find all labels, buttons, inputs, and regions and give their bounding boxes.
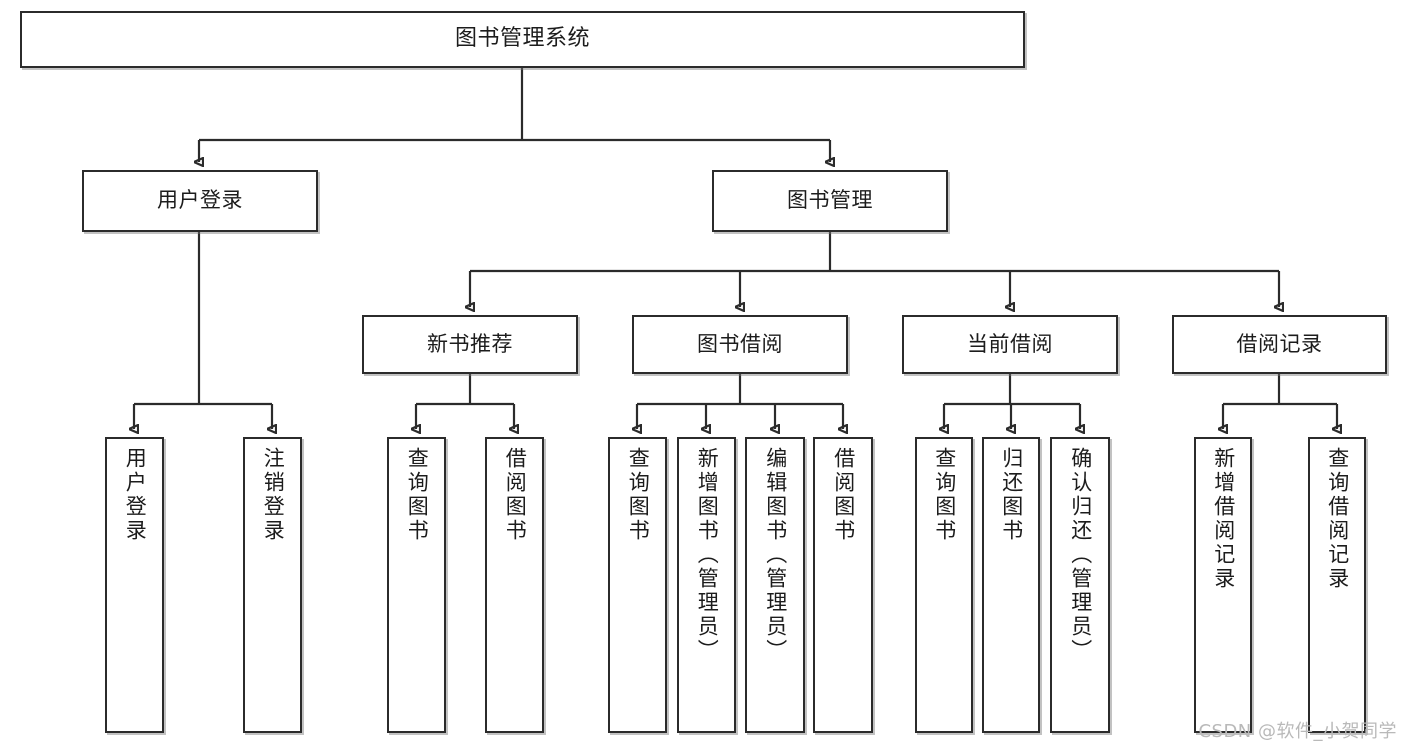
node-label: 用户登录	[123, 447, 148, 543]
node-label: 新书推荐	[427, 331, 513, 356]
leaf-edit-book-admin[interactable]: 编辑图书（管理员）	[745, 437, 805, 733]
node-label: 编辑图书（管理员）	[763, 447, 788, 663]
leaf-confirm-return-admin[interactable]: 确认归还（管理员）	[1050, 437, 1110, 733]
node-label: 图书借阅	[697, 331, 783, 356]
node-label: 查询借阅记录	[1325, 447, 1350, 591]
leaf-add-borrow-record[interactable]: 新增借阅记录	[1194, 437, 1252, 733]
leaf-borrow-book[interactable]: 借阅图书	[813, 437, 873, 733]
leaf-add-book-admin[interactable]: 新增图书（管理员）	[677, 437, 736, 733]
leaf-return-book[interactable]: 归还图书	[982, 437, 1040, 733]
node-label: 查询图书	[405, 447, 430, 543]
leaf-borrow-book-recommend[interactable]: 借阅图书	[485, 437, 544, 733]
node-label: 注销登录	[261, 447, 286, 543]
node-label: 图书管理系统	[454, 26, 590, 52]
node-label: 当前借阅	[967, 331, 1053, 356]
leaf-query-borrow-record[interactable]: 查询借阅记录	[1308, 437, 1366, 733]
node-book-management[interactable]: 图书管理	[712, 170, 948, 232]
node-borrow-record[interactable]: 借阅记录	[1172, 315, 1387, 374]
node-label: 查询图书	[626, 447, 651, 543]
csdn-watermark: CSDN @软件_小贺同学	[1198, 721, 1397, 742]
node-label: 归还图书	[999, 447, 1024, 543]
node-current-borrow[interactable]: 当前借阅	[902, 315, 1118, 374]
leaf-user-login[interactable]: 用户登录	[105, 437, 164, 733]
node-label: 新增借阅记录	[1211, 447, 1236, 591]
node-label: 用户登录	[157, 188, 243, 213]
node-label: 确认归还（管理员）	[1068, 447, 1093, 663]
node-label: 借阅图书	[831, 447, 856, 543]
leaf-query-book-current[interactable]: 查询图书	[915, 437, 973, 733]
node-label: 新增图书（管理员）	[695, 447, 720, 663]
node-label: 借阅图书	[503, 447, 528, 543]
node-label: 查询图书	[932, 447, 957, 543]
node-new-book-recommend[interactable]: 新书推荐	[362, 315, 578, 374]
leaf-query-book-borrow[interactable]: 查询图书	[608, 437, 667, 733]
leaf-logout[interactable]: 注销登录	[243, 437, 302, 733]
leaf-query-book-recommend[interactable]: 查询图书	[387, 437, 446, 733]
node-label: 图书管理	[787, 188, 873, 213]
node-root-system[interactable]: 图书管理系统	[20, 11, 1025, 68]
node-label: 借阅记录	[1236, 331, 1323, 356]
node-user-login[interactable]: 用户登录	[82, 170, 318, 232]
node-book-borrow[interactable]: 图书借阅	[632, 315, 848, 374]
